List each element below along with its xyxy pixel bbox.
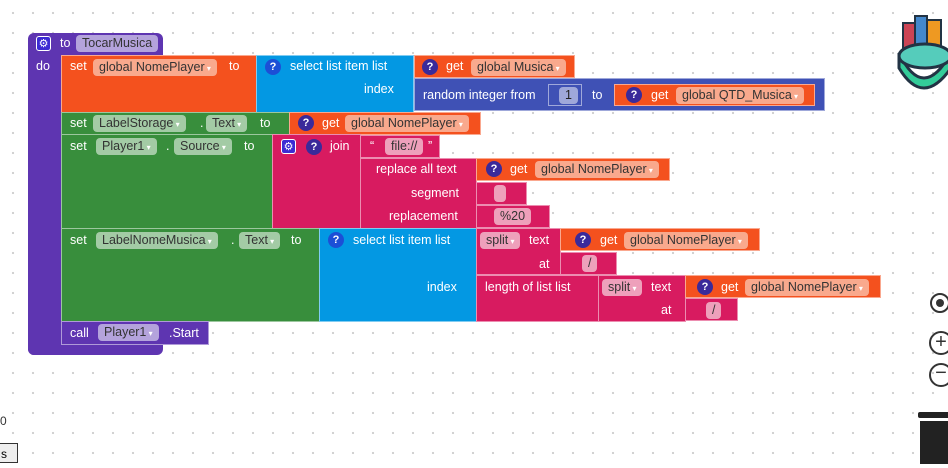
to-label: to <box>244 139 255 153</box>
procedure-bottom <box>28 345 163 355</box>
text-label: text <box>529 233 550 247</box>
property-dropdown[interactable]: Text <box>239 232 281 249</box>
segment-label: segment <box>411 186 459 200</box>
get-label: get <box>446 59 464 73</box>
quote: “ <box>370 139 375 153</box>
help-icon[interactable]: ? <box>328 232 344 248</box>
text-field[interactable]: file:// <box>385 138 424 155</box>
variable-dropdown[interactable]: global NomePlayer <box>93 59 217 76</box>
quote: ” <box>428 139 433 153</box>
number-field[interactable]: 1 <box>559 87 578 104</box>
get-label: get <box>600 233 618 247</box>
variable-dropdown[interactable]: global NomePlayer <box>745 279 869 296</box>
text-field[interactable]: %20 <box>494 208 532 225</box>
length-of-list-block[interactable] <box>476 275 599 322</box>
to-label: to <box>291 233 302 247</box>
dot: . <box>231 233 235 247</box>
variable-dropdown[interactable]: global NomePlayer <box>624 232 748 249</box>
to-label: to <box>229 59 240 73</box>
set-label: set <box>70 59 87 73</box>
zoom-out-icon[interactable]: − <box>929 363 948 387</box>
text-label: text <box>651 280 672 294</box>
index-label: index <box>364 82 394 96</box>
set-label: set <box>70 233 87 247</box>
to-label: to <box>60 36 71 50</box>
replacement-label: replacement <box>389 209 458 223</box>
help-icon[interactable]: ? <box>575 232 591 248</box>
index-label: index <box>427 280 457 294</box>
select-label: select list item list <box>353 233 451 247</box>
help-icon[interactable]: ? <box>697 279 713 295</box>
variable-dropdown[interactable]: global NomePlayer <box>345 115 469 132</box>
method-label: .Start <box>169 326 199 340</box>
procedure-body <box>28 55 61 355</box>
get-label: get <box>510 162 528 176</box>
variable-dropdown[interactable]: global Musica <box>471 59 566 76</box>
component-dropdown[interactable]: LabelNomeMusica <box>96 232 218 249</box>
gear-icon[interactable]: ⚙ <box>281 139 296 154</box>
get-label: get <box>651 88 669 102</box>
text-field[interactable] <box>494 185 506 202</box>
at-label: at <box>661 303 672 317</box>
replace-label: replace all text <box>376 162 457 176</box>
component-dropdown[interactable]: LabelStorage <box>93 115 186 132</box>
to-label: to <box>592 88 603 102</box>
property-dropdown[interactable]: Text <box>206 115 248 132</box>
side-value: 0 <box>0 414 7 428</box>
text-field[interactable]: / <box>706 302 722 319</box>
center-target-icon[interactable] <box>930 293 948 313</box>
help-icon[interactable]: ? <box>306 139 322 155</box>
trash-icon[interactable] <box>918 412 948 464</box>
set-label: set <box>70 116 87 130</box>
side-button-label: s <box>1 447 7 461</box>
at-label: at <box>539 257 550 271</box>
help-icon[interactable]: ? <box>486 161 502 177</box>
property-dropdown[interactable]: Source <box>174 138 232 155</box>
variable-dropdown[interactable]: global NomePlayer <box>535 161 659 178</box>
help-icon[interactable]: ? <box>298 115 314 131</box>
join-label: join <box>330 139 350 153</box>
dot: . <box>166 139 170 153</box>
split-dropdown[interactable]: split <box>480 232 521 249</box>
help-icon[interactable]: ? <box>265 59 281 75</box>
zoom-in-icon[interactable]: + <box>929 331 948 355</box>
help-icon[interactable]: ? <box>626 87 642 103</box>
variable-dropdown[interactable]: global QTD_Musica <box>676 87 805 104</box>
do-label: do <box>36 59 50 73</box>
select-label: select list item list <box>290 59 388 73</box>
procedure-name[interactable]: TocarMusica <box>76 35 159 52</box>
dot: . <box>200 116 204 130</box>
text-field[interactable]: / <box>582 255 598 272</box>
get-label: get <box>721 280 739 294</box>
get-label: get <box>322 116 340 130</box>
select-list-item-block[interactable] <box>319 228 477 322</box>
random-label: random integer from <box>423 88 536 102</box>
component-dropdown[interactable]: Player1 <box>96 138 157 155</box>
backpack-icon[interactable] <box>893 8 948 98</box>
call-label: call <box>70 326 89 340</box>
length-label: length of list list <box>485 280 571 294</box>
set-label: set <box>70 139 87 153</box>
component-dropdown[interactable]: Player1 <box>98 324 159 341</box>
split-dropdown[interactable]: split <box>602 279 643 296</box>
gear-icon[interactable]: ⚙ <box>36 36 51 51</box>
help-icon[interactable]: ? <box>422 59 438 75</box>
side-button[interactable]: s <box>0 443 18 463</box>
to-label: to <box>260 116 271 130</box>
